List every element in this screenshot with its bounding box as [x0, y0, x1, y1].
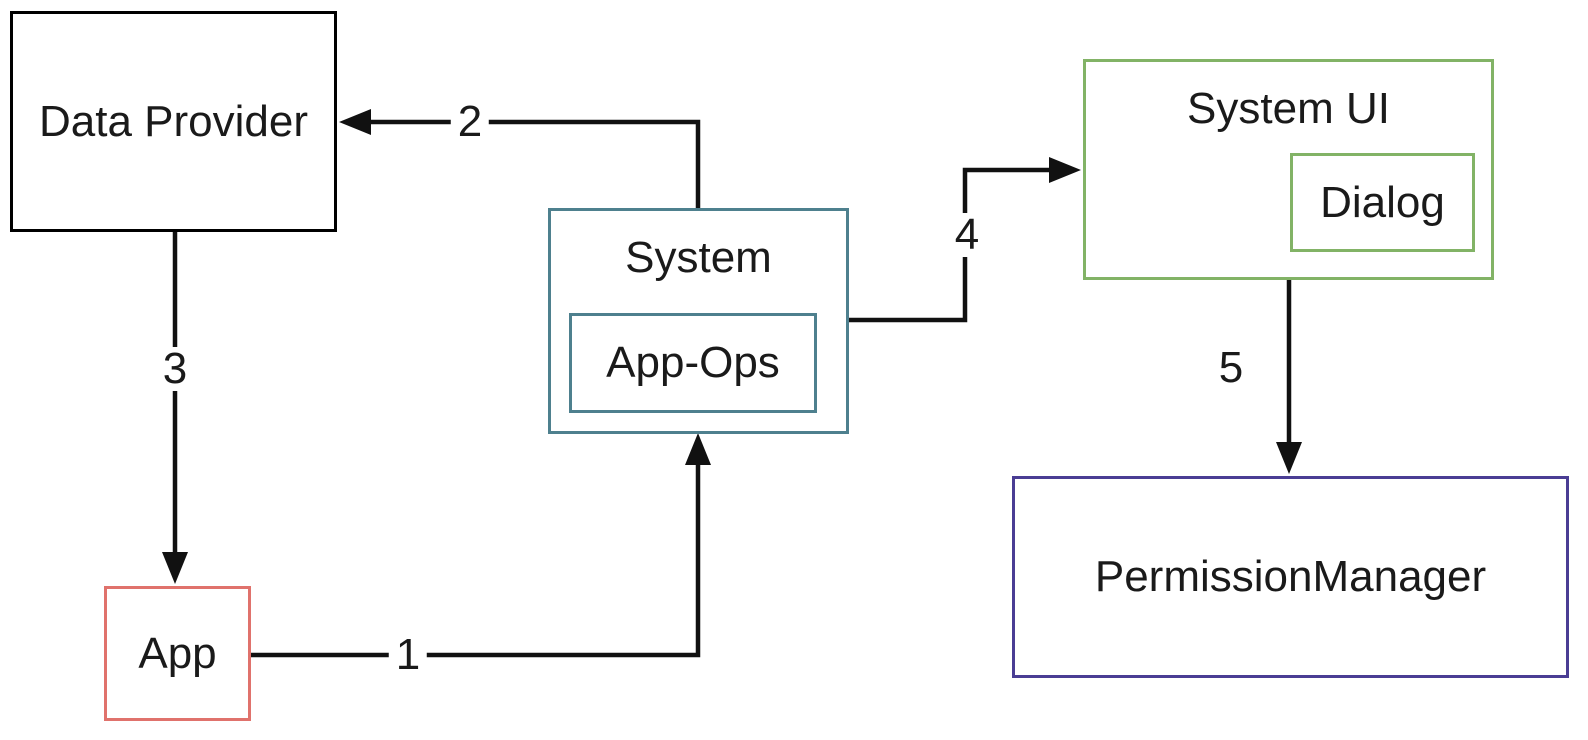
arrow-3-label: 3	[155, 347, 195, 391]
box-app: App	[104, 586, 251, 721]
arrow-1-label: 1	[388, 633, 428, 677]
arrow-4-label: 4	[947, 213, 987, 257]
arrow-system-ui-to-permission-manager	[1276, 280, 1302, 474]
arrow-app-to-system	[250, 433, 711, 658]
box-permission-manager-label: PermissionManager	[1094, 552, 1487, 601]
box-permission-manager: PermissionManager	[1012, 476, 1569, 678]
arrow-2-label: 2	[450, 100, 490, 144]
box-app-ops: App-Ops	[569, 313, 817, 413]
box-dialog-label: Dialog	[1320, 177, 1445, 227]
arrow-2-path	[368, 119, 701, 208]
arrow-3-head	[162, 552, 188, 584]
arrow-4-head	[1049, 157, 1081, 183]
box-app-ops-label: App-Ops	[606, 338, 780, 387]
box-dialog: Dialog	[1290, 153, 1475, 252]
arrow-1-head	[685, 433, 711, 465]
box-app-label: App	[138, 628, 217, 678]
box-system-ui-label: System UI	[1187, 84, 1390, 133]
box-data-provider-label: Data Provider	[38, 96, 308, 146]
arrow-data-provider-to-app	[162, 232, 188, 584]
arrow-system-to-data-provider	[339, 109, 701, 208]
arrow-5-label: 5	[1211, 346, 1251, 390]
arrow-2-head	[339, 109, 371, 135]
arrow-5-head	[1276, 442, 1302, 474]
box-system-label: System	[625, 233, 772, 282]
arrow-1-path	[250, 462, 701, 658]
box-data-provider: Data Provider	[10, 11, 337, 232]
